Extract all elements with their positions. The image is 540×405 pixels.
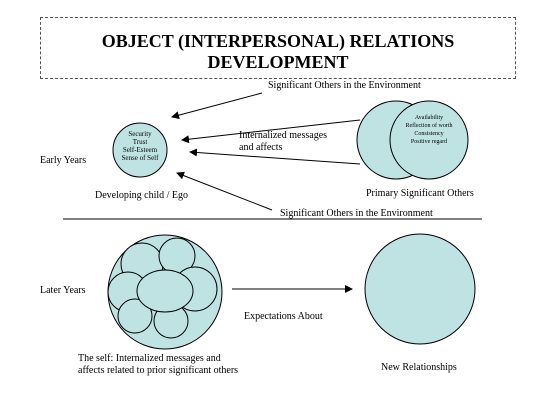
new-relationships-circle — [364, 233, 476, 345]
label-internalized-messages: Internalized messages and affects — [239, 130, 327, 154]
developing-child-circle — [112, 122, 168, 178]
label-significant-others-top: Significant Others in the Environment — [268, 80, 421, 91]
label-significant-others-bottom: Significant Others in the Environment — [280, 208, 433, 219]
others-item: Positive regard — [410, 139, 448, 145]
self-line-1: The self: Internalized messages and — [78, 353, 221, 364]
arrow-lower — [189, 148, 361, 165]
title-line-2: DEVELOPMENT — [207, 52, 349, 72]
others-circle-text: Availability Reflection of worth Consist… — [395, 114, 463, 146]
inner-circle-5 — [117, 298, 153, 334]
label-later-years: Later Years — [40, 285, 86, 296]
arrow-bottom — [176, 171, 273, 211]
arrow-upper — [181, 119, 361, 144]
others-item: Availability — [414, 115, 444, 121]
others-item: Consistency — [414, 131, 444, 137]
title-line-1: OBJECT (INTERPERSONAL) RELATIONS — [101, 31, 455, 51]
title-box — [40, 17, 516, 79]
internalized-line-2: and affects — [239, 142, 283, 153]
child-item: Trust — [132, 138, 148, 146]
child-item: Sense of Self — [121, 154, 159, 162]
child-item: Security — [128, 130, 152, 138]
label-new-relationships: New Relationships — [381, 362, 457, 373]
internalized-line-1: Internalized messages — [239, 130, 328, 141]
primary-others-circle-front — [389, 100, 469, 180]
child-circle-text: Security Trust Self-Esteem Sense of Self — [110, 130, 170, 162]
arrow-top — [171, 92, 263, 120]
label-primary-significant-others: Primary Significant Others — [366, 188, 474, 199]
label-developing-child: Developing child / Ego — [95, 190, 189, 201]
label-self: The self: Internalized messages and affe… — [78, 353, 238, 377]
diagram-title: OBJECT (INTERPERSONAL) RELATIONS DEVELOP… — [40, 31, 516, 73]
others-item: Reflection of worth — [405, 123, 453, 129]
self-line-2: affects related to prior significant oth… — [78, 365, 239, 376]
label-expectations-about: Expectations About — [244, 311, 323, 322]
inner-circle-7 — [136, 269, 194, 313]
label-early-years: Early Years — [40, 155, 87, 166]
child-item: Self-Esteem — [122, 146, 158, 154]
